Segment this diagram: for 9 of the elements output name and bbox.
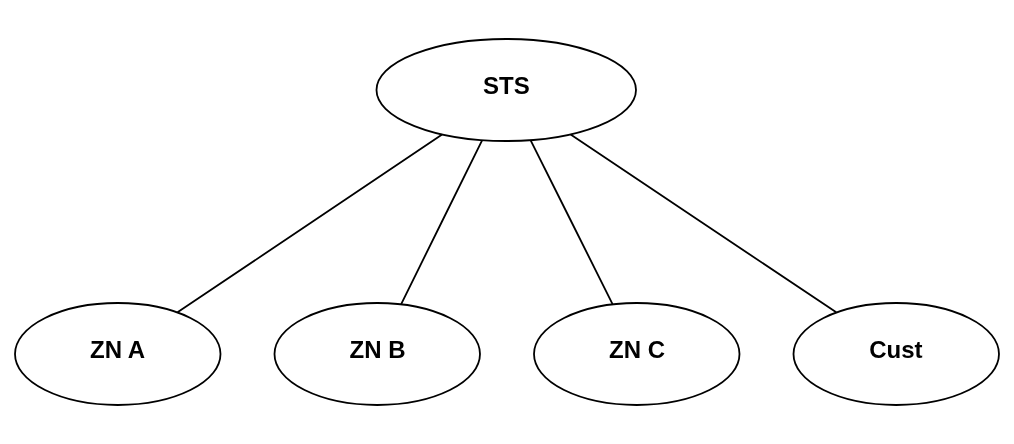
connector — [529, 139, 614, 305]
node-ellipse: ZN A — [14, 302, 222, 406]
node-ellipse: Cust — [792, 302, 1000, 406]
node-ellipse: ZN C — [533, 302, 741, 406]
node-ellipse: STS — [375, 38, 637, 142]
connector — [176, 133, 443, 314]
connector — [569, 133, 838, 314]
node-ellipse: ZN B — [273, 302, 481, 406]
connector — [400, 139, 483, 305]
